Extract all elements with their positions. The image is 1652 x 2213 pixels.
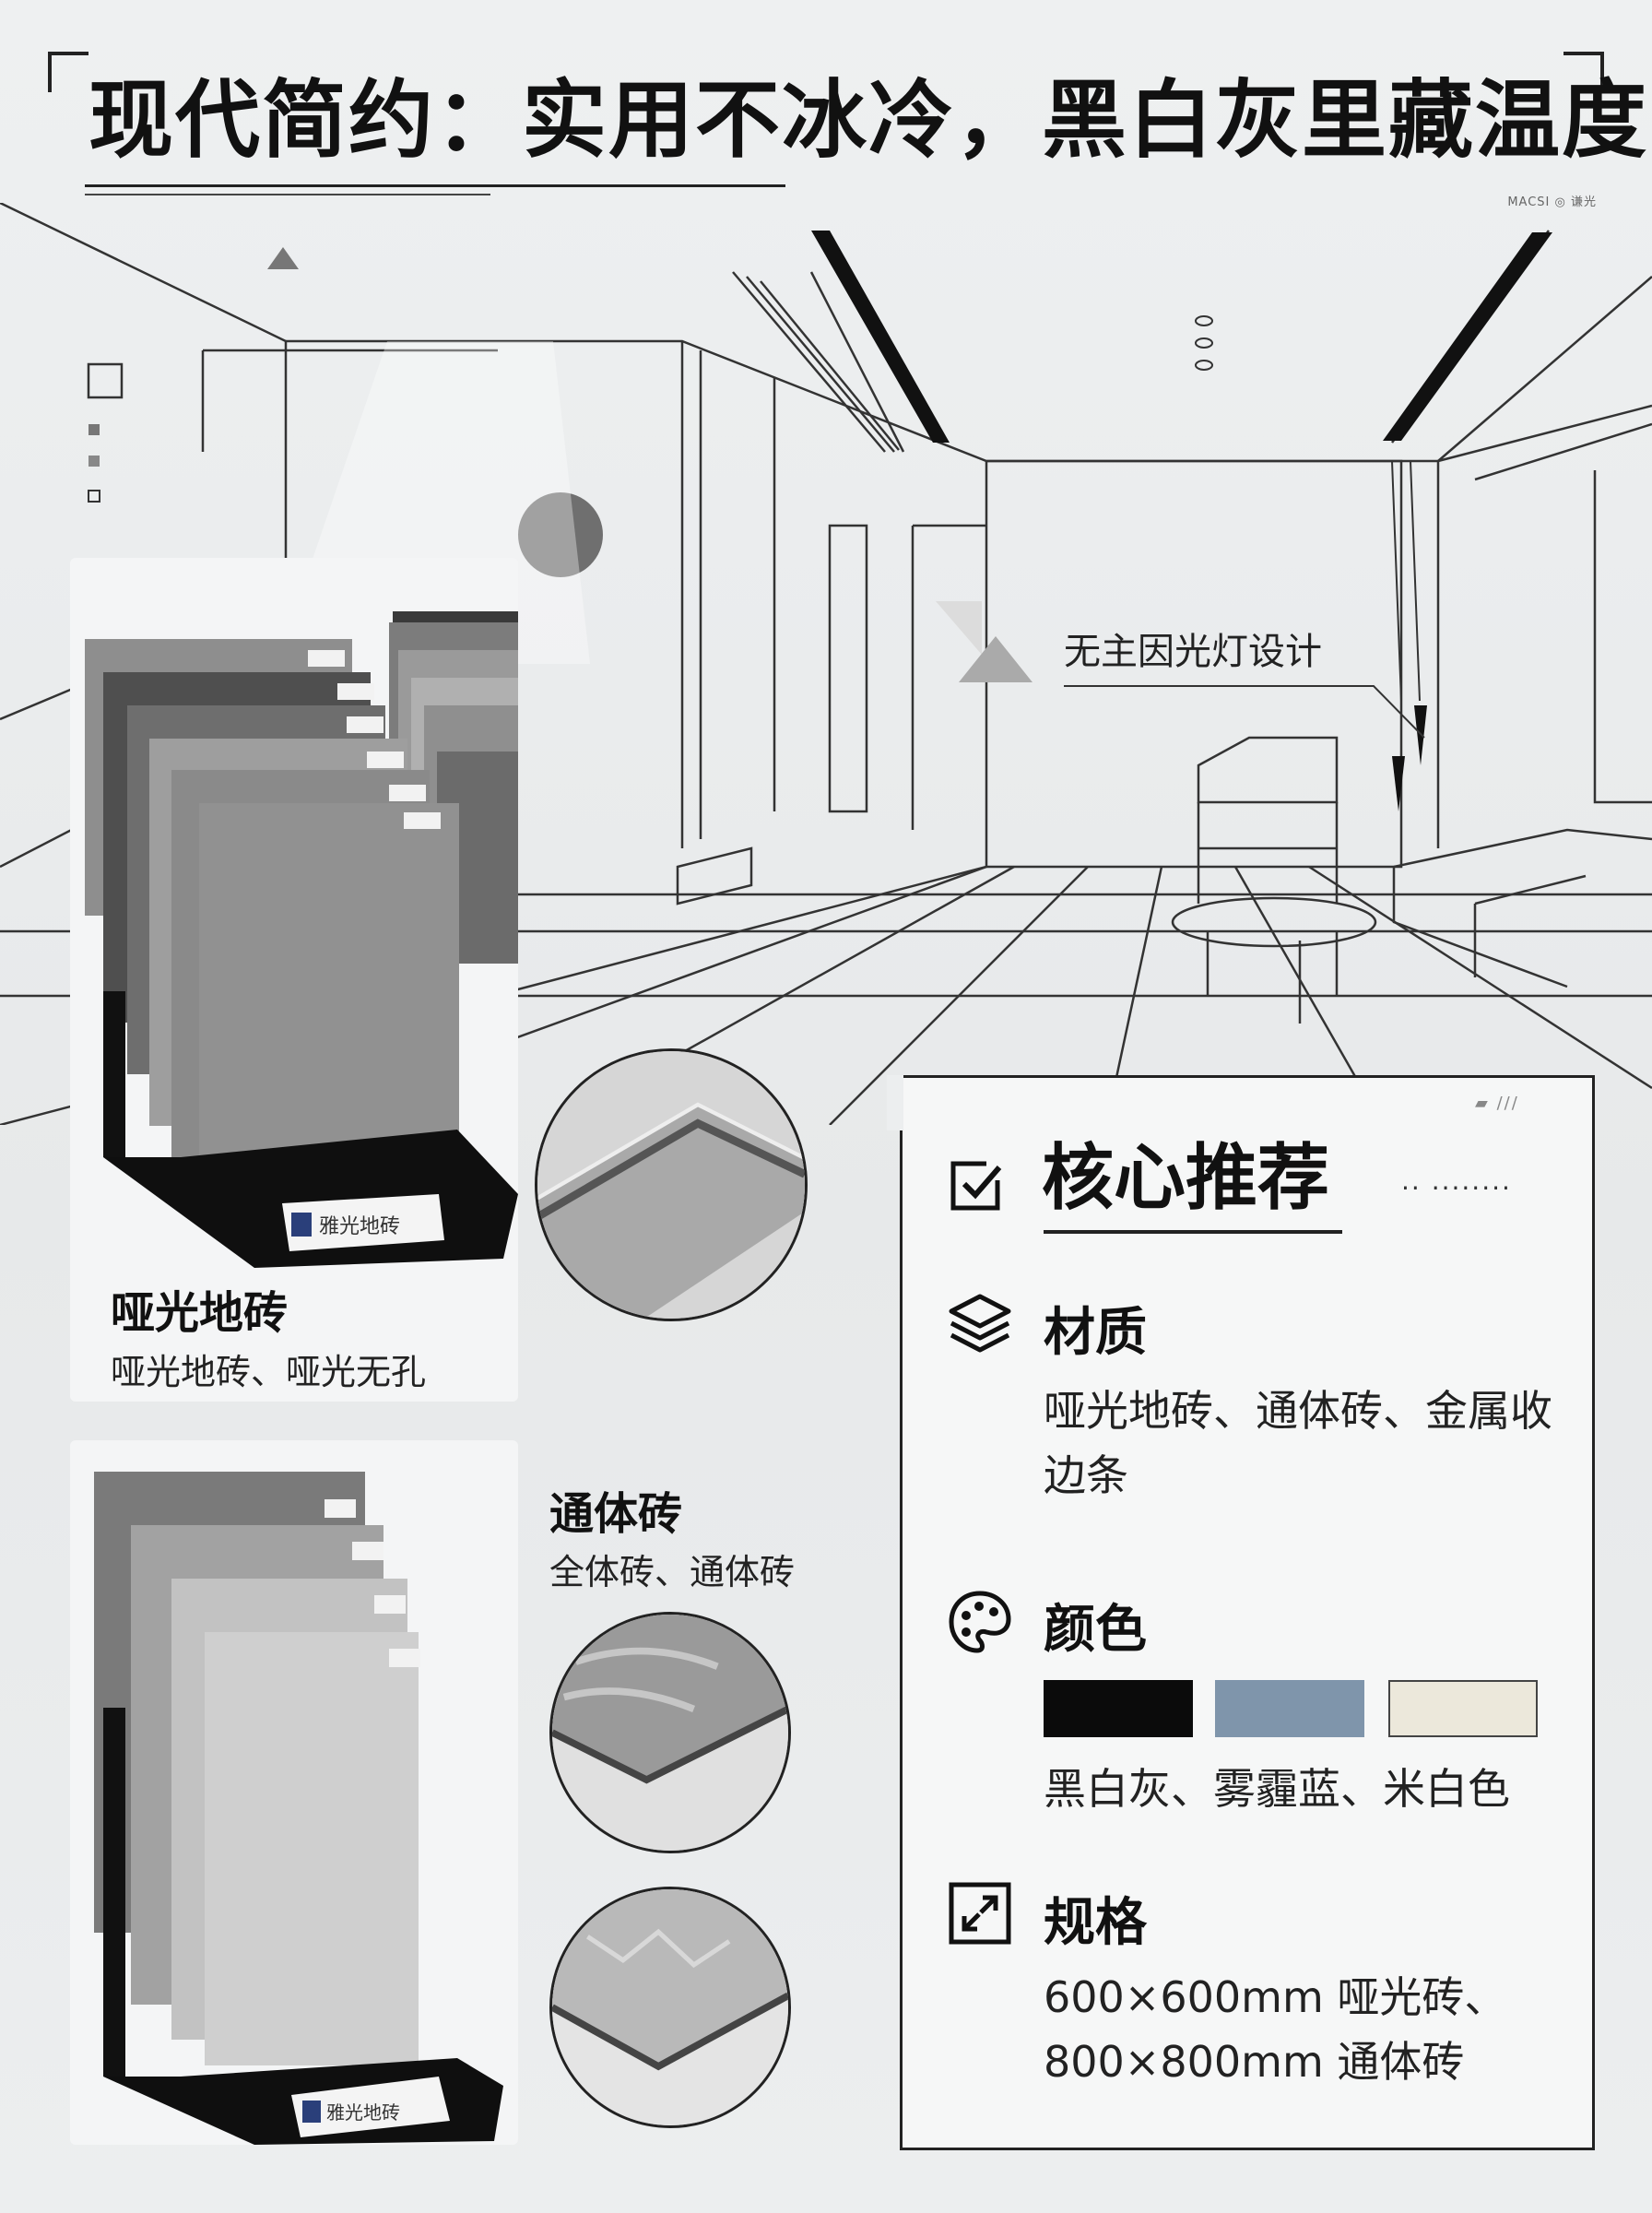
material-title: 材质 bbox=[1044, 1303, 1147, 1363]
page-title: 现代简约：实用不冰冷，黑白灰里藏温度 bbox=[88, 71, 1649, 170]
checkbox-icon bbox=[950, 1161, 1002, 1211]
product-subtitle-matte: 哑光地砖、哑光无孔 bbox=[111, 1352, 427, 1392]
layers-icon bbox=[949, 1294, 1011, 1353]
swatch-haze-blue bbox=[1215, 1680, 1364, 1737]
product-title-fullbody: 通体砖 bbox=[549, 1488, 683, 1540]
title-underline-thin bbox=[85, 194, 490, 195]
fullbody-tile-edge-closeup-1 bbox=[549, 1612, 791, 1853]
lighting-annotation: 无主因光灯设计 bbox=[1064, 631, 1322, 673]
product-card-fullbody: 雅光地砖 bbox=[70, 1440, 518, 2145]
panel-tag: ▰ /// bbox=[1475, 1094, 1519, 1113]
matte-tile-edge-closeup bbox=[535, 1048, 808, 1321]
frame-corner-top-right bbox=[1564, 52, 1604, 92]
product-subtitle-fullbody: 全体砖、通体砖 bbox=[549, 1552, 796, 1592]
swatch-off-white bbox=[1388, 1680, 1538, 1737]
material-text: 哑光地砖、通体砖、金属收边条 bbox=[1044, 1386, 1552, 1500]
tile-edge-graphic bbox=[552, 1889, 788, 2125]
brand-label: 雅光地砖 bbox=[326, 2101, 400, 2124]
tile-edge-graphic bbox=[537, 1051, 805, 1319]
matte-tile-display: 雅光地砖 bbox=[85, 611, 518, 1268]
frame-corner-top-left bbox=[48, 52, 88, 92]
core-title: 核心推荐 bbox=[1042, 1137, 1330, 1220]
core-title-underline bbox=[1044, 1230, 1342, 1234]
decorative-dots: ·· ········ bbox=[1401, 1173, 1512, 1203]
product-title-matte: 哑光地砖 bbox=[111, 1287, 289, 1339]
brand-label: 雅光地砖 bbox=[319, 1215, 400, 1238]
expand-icon bbox=[949, 1882, 1011, 1945]
palette-icon bbox=[949, 1591, 1011, 1653]
color-title: 颜色 bbox=[1044, 1600, 1147, 1660]
fullbody-tile-edge-closeup-2 bbox=[549, 1887, 791, 2128]
fullbody-tile-display: 雅光地砖 bbox=[94, 1472, 503, 2145]
product-card-matte: 雅光地砖 bbox=[70, 558, 518, 1402]
spec-title: 规格 bbox=[1044, 1893, 1147, 1953]
title-underline bbox=[85, 184, 785, 187]
spec-text: 600×600mm 哑光砖、800×800mm 通体砖 bbox=[1044, 1972, 1507, 2087]
panel-notch bbox=[887, 1075, 903, 1130]
color-text: 黑白灰、雾霾蓝、米白色 bbox=[1044, 1764, 1510, 1814]
swatch-black bbox=[1044, 1680, 1193, 1737]
watermark-text: MACSI ◎ 谦光 bbox=[1507, 195, 1597, 209]
tile-edge-graphic bbox=[552, 1615, 788, 1851]
core-recommendation-panel bbox=[900, 1075, 1595, 2150]
